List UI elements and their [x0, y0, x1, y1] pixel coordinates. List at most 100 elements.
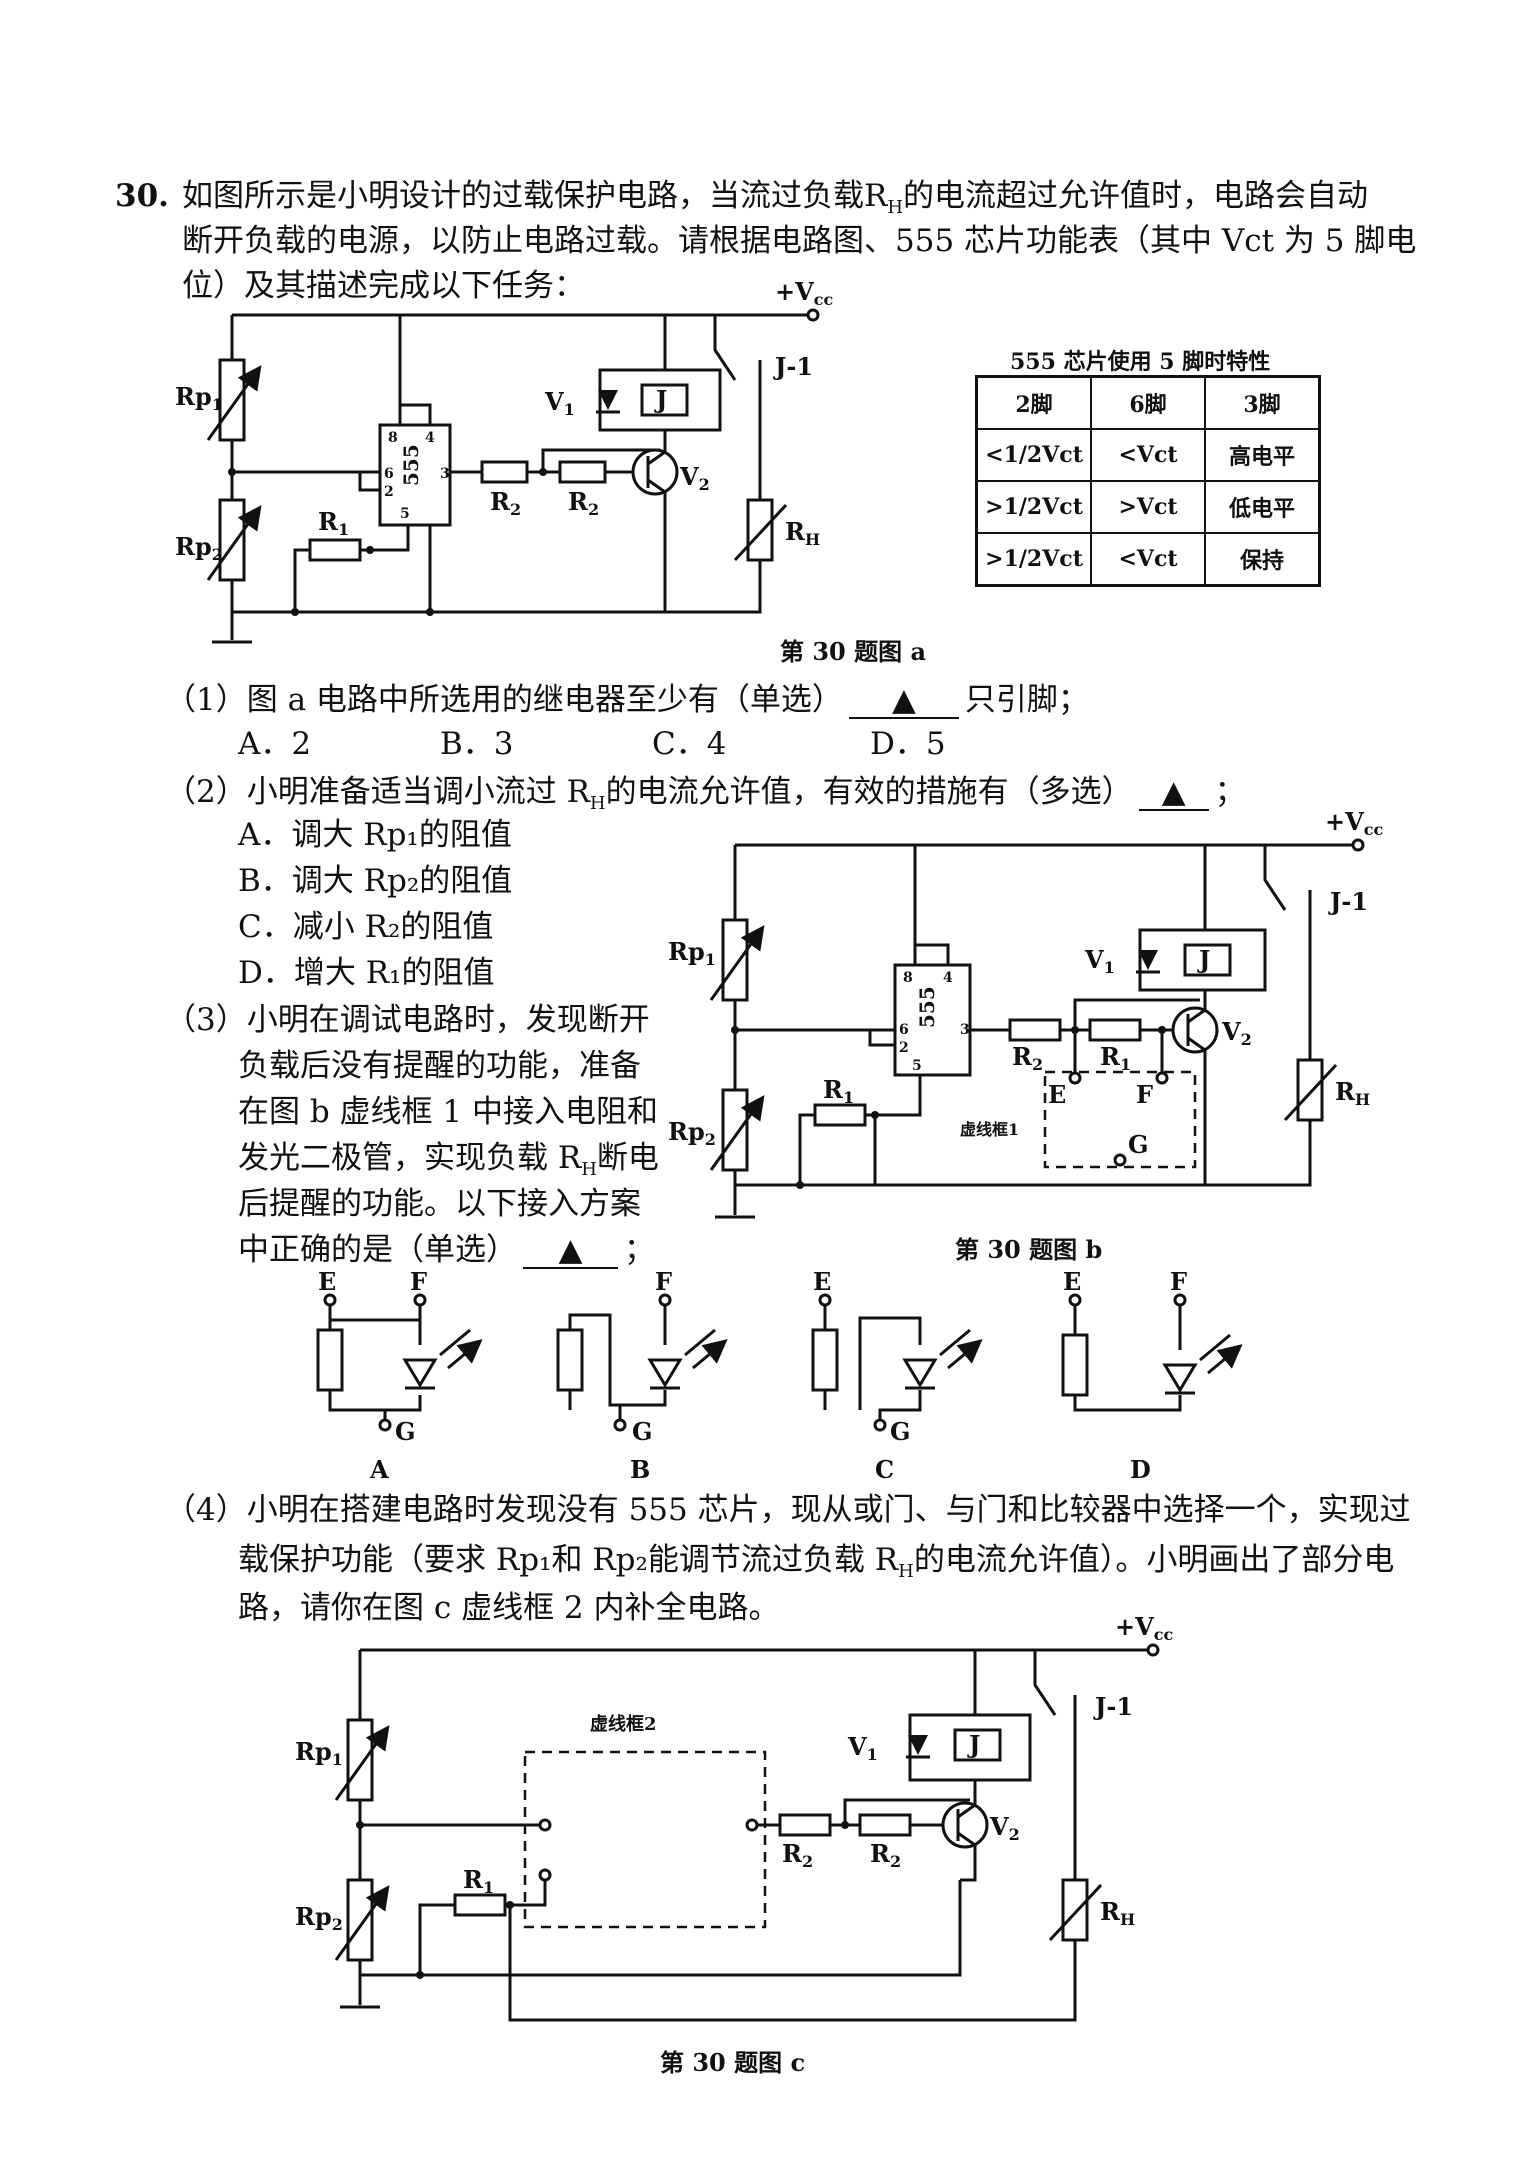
rh-label: RH	[1335, 1077, 1370, 1109]
v2-label: V2	[989, 1812, 1020, 1844]
r2-label: R2	[1012, 1042, 1043, 1074]
table-cell: >1/2Vct	[975, 532, 1092, 587]
v1-label: V1	[847, 1732, 878, 1764]
terminal-f	[1155, 1071, 1169, 1085]
j1-label: J-1	[1093, 1692, 1133, 1721]
pin-3: 3	[440, 466, 450, 482]
q3-option-a-diagram[interactable]: E F G A	[316, 1267, 478, 1484]
box2-label: 虚线框2	[590, 1713, 657, 1735]
resistor-icon	[556, 1328, 584, 1392]
table-cell: <Vct	[1090, 428, 1206, 482]
pin-6: 6	[899, 1022, 909, 1038]
q3-line-3: 在图 b 虚线框 1 中接入电阻和	[238, 1094, 658, 1130]
r1-label: R1	[823, 1075, 854, 1107]
terminal-e	[1068, 1071, 1082, 1085]
q3-line-6: 中正确的是（单选）▲；	[238, 1232, 655, 1269]
q2-option-c: C．减小 R₂的阻值	[238, 909, 494, 945]
r3-label: R2	[870, 1839, 901, 1871]
q1-option-d: D．5	[870, 726, 946, 762]
r1-resistor	[813, 1103, 867, 1127]
v2-label: V2	[1221, 1017, 1252, 1049]
q1-option-c: C．4	[652, 726, 727, 762]
transistor-v2	[1171, 1006, 1219, 1054]
q2-stem: （2）小明准备适当调小流过 RH的电流允许值，有效的措施有（多选）▲；	[165, 774, 1246, 815]
j1-label: J-1	[1328, 887, 1368, 916]
diode-v1	[598, 390, 618, 410]
r2-resistor	[778, 1813, 832, 1837]
rp2-resistor	[721, 1088, 749, 1172]
relay-coil-j	[1183, 943, 1232, 977]
q2-option-a: A．调大 Rp₁的阻值	[238, 817, 512, 853]
pin-2: 2	[899, 1040, 909, 1056]
q3-option-diagrams: E F G A F G B E G	[316, 1267, 1238, 1484]
answer-blank[interactable]: ▲	[523, 1233, 618, 1269]
table-cell: >1/2Vct	[975, 480, 1092, 534]
q1-stem: （1）图 a 电路中所选用的继电器至少有（单选）▲只引脚；	[165, 682, 1089, 719]
q3-option-d-diagram[interactable]: E F D	[1061, 1267, 1238, 1484]
box2-input-2	[538, 1868, 552, 1882]
pin-4: 4	[943, 970, 953, 986]
q3-option-b-diagram[interactable]: F G B	[556, 1267, 723, 1484]
relay-j-label: J	[967, 1730, 980, 1759]
rh-label: RH	[1100, 1897, 1135, 1929]
pin-8: 8	[388, 430, 398, 446]
vcc-terminal	[806, 308, 820, 322]
f-label: F	[1170, 1267, 1187, 1296]
question-number: 30.	[115, 178, 169, 214]
vcc-terminal	[1146, 1643, 1160, 1657]
chip-555	[378, 423, 452, 527]
r3-resistor	[858, 1813, 912, 1837]
relay-coil-j	[953, 1728, 1002, 1762]
rh-load	[1061, 1878, 1089, 1942]
vcc-terminal	[1351, 838, 1365, 852]
table-cell: <Vct	[1090, 532, 1206, 587]
table-row: <1/2Vct <Vct 高电平	[975, 428, 1321, 482]
r3-label: R1	[1100, 1042, 1131, 1074]
dashed-box-2	[523, 1750, 767, 1929]
table-cell: 高电平	[1204, 428, 1321, 482]
table-cell: 保持	[1204, 532, 1321, 587]
table-header: 2脚	[975, 375, 1092, 430]
rp2-label: Rp2	[668, 1117, 716, 1149]
q3-line-5: 后提醒的功能。以下接入方案	[238, 1186, 641, 1222]
table-cell: >Vct	[1090, 480, 1206, 534]
diode-v1	[908, 1735, 928, 1755]
figure-b-circuit: +Vcc Rp1 Rp2 555 8 4 6 2 3 5 R1 R2	[668, 807, 1383, 1219]
resistor-icon	[1061, 1333, 1089, 1397]
q3-line-2: 负载后没有提醒的功能，准备	[238, 1048, 641, 1084]
question-line-3: 位）及其描述完成以下任务：	[182, 268, 585, 304]
q1-option-b: B．3	[440, 726, 514, 762]
pin-2: 2	[384, 484, 394, 500]
r3-label: R2	[568, 487, 599, 519]
pin-4: 4	[425, 430, 435, 446]
v1-label: V1	[1084, 945, 1115, 977]
relay-j-label: J	[1197, 945, 1210, 974]
f-label: F	[1136, 1080, 1153, 1109]
rp1-label: Rp1	[175, 382, 223, 414]
f-label: F	[410, 1267, 427, 1296]
q3-option-c-diagram[interactable]: E G C	[811, 1267, 978, 1484]
caption-fig-c: 第 30 题图 c	[660, 2048, 806, 2077]
q4-line-1: （4）小明在搭建电路时发现没有 555 芯片，现从或门、与门和比较器中选择一个，…	[165, 1492, 1411, 1528]
table-cell: <1/2Vct	[975, 428, 1092, 482]
vcc-label: +Vcc	[1115, 1612, 1173, 1644]
rp1-resistor	[218, 358, 246, 442]
q3-line-1: （3）小明在调试电路时，发现断开	[165, 1002, 650, 1038]
rp1-label: Rp1	[295, 1737, 343, 1769]
rh-load	[1296, 1058, 1324, 1122]
rp2-label: Rp2	[295, 1902, 343, 1934]
answer-blank[interactable]: ▲	[1138, 775, 1209, 811]
r1-resistor	[308, 538, 362, 562]
q2-option-d: D．增大 R₁的阻值	[238, 955, 495, 991]
e-label: E	[318, 1267, 336, 1296]
box2-input-1	[538, 1818, 552, 1832]
box1-label: 虚线框1	[960, 1120, 1019, 1139]
pin-6: 6	[384, 466, 394, 482]
rh-load	[746, 498, 774, 562]
table-row: >1/2Vct >Vct 低电平	[975, 480, 1321, 534]
answer-blank[interactable]: ▲	[848, 683, 959, 719]
option-c-label: C	[875, 1455, 894, 1484]
r2-resistor	[1008, 1018, 1062, 1042]
table-title: 555 芯片使用 5 脚时特性	[1010, 349, 1271, 375]
